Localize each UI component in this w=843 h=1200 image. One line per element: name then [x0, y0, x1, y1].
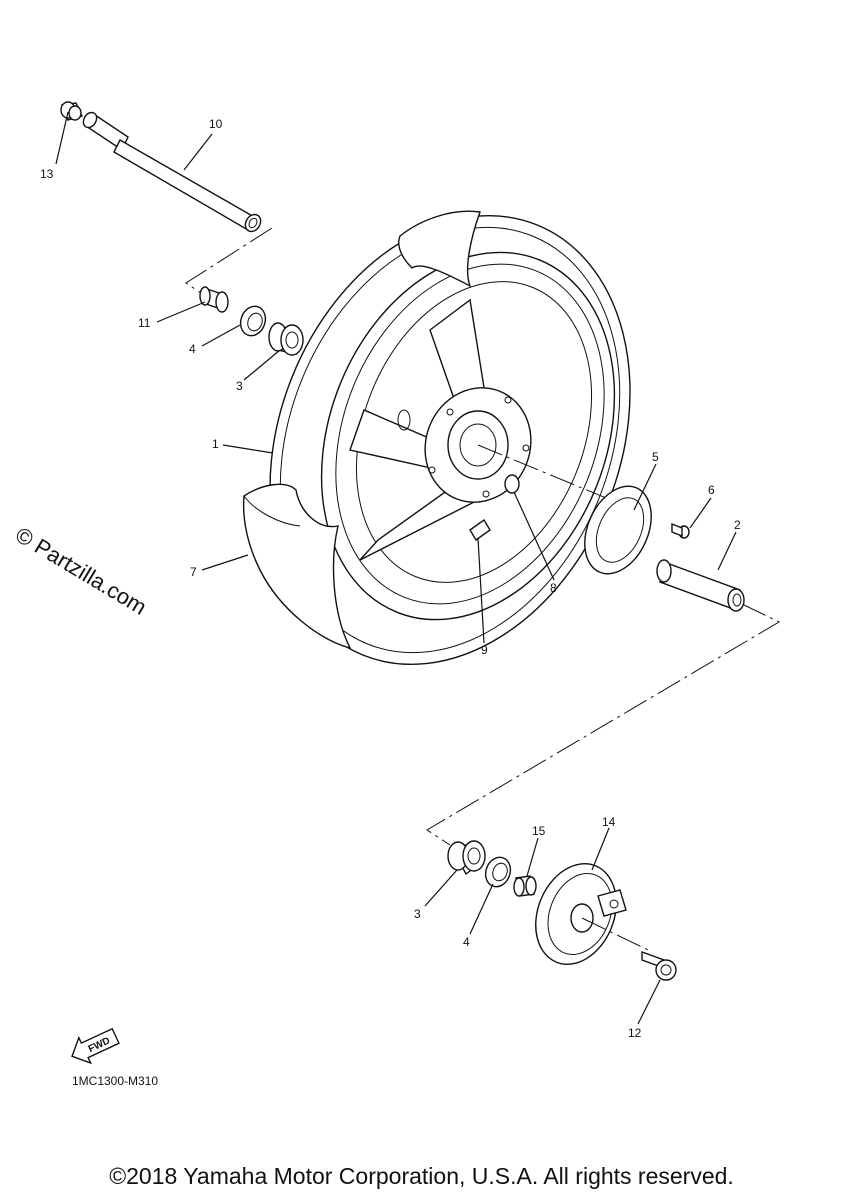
axle-centerline-middle — [477, 444, 641, 513]
valve-part-9 — [469, 518, 491, 542]
hub-cover-part-14 — [535, 863, 627, 965]
oil-seal-part-4-upper — [239, 305, 267, 337]
callout-12: 12 — [628, 1026, 642, 1040]
callout-13: 13 — [40, 167, 54, 181]
oil-seal-part-4-lower — [484, 856, 512, 888]
bolt-centerline — [581, 917, 649, 951]
callout-5: 5 — [652, 450, 659, 464]
callout-8: 8 — [550, 581, 557, 595]
tire-part-7 — [242, 210, 481, 650]
callout-6: 6 — [708, 483, 715, 497]
callout-3-lower: 3 — [414, 907, 421, 921]
axle-centerline-top — [185, 227, 273, 294]
axle-part-10 — [82, 111, 262, 233]
collar-part-8 — [504, 474, 520, 494]
callout-11: 11 — [138, 316, 151, 330]
callout-4-upper: 4 — [189, 342, 196, 356]
cap-part-13 — [60, 101, 83, 121]
callout-4-lower: 4 — [463, 935, 470, 949]
spacer-part-2 — [656, 559, 745, 612]
callout-3-upper: 3 — [236, 379, 243, 393]
callout-9: 9 — [481, 643, 488, 657]
callout-14: 14 — [602, 815, 616, 829]
axle-centerline-right — [426, 603, 781, 846]
screw-part-6 — [671, 522, 690, 539]
callouts: 13 10 11 4 3 1 7 5 6 2 8 9 15 14 3 4 12 — [40, 117, 741, 1040]
fwd-arrow-icon: FWD — [71, 1027, 120, 1065]
callout-7: 7 — [190, 565, 197, 579]
bearing-part-3-lower — [447, 840, 486, 876]
diagram-code: 1MC1300-M310 — [72, 1074, 159, 1088]
copyright-notice: ©2018 Yamaha Motor Corporation, U.S.A. A… — [109, 1163, 734, 1189]
bolt-part-12 — [641, 951, 677, 981]
callout-15: 15 — [532, 824, 546, 838]
bearing-part-3-upper — [268, 322, 304, 356]
leader-lines — [55, 111, 737, 1025]
collar-part-11 — [199, 286, 229, 313]
callout-1: 1 — [212, 437, 219, 451]
callout-10: 10 — [209, 117, 223, 131]
collar-part-15 — [513, 875, 537, 897]
callout-2: 2 — [734, 518, 741, 532]
